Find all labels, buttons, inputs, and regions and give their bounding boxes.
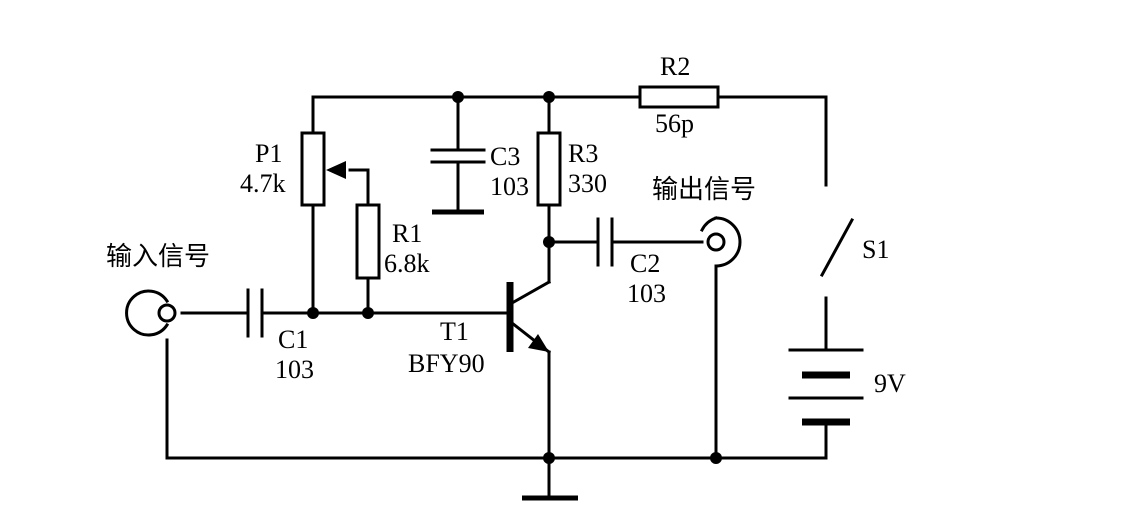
bottom-rail-wire	[165, 338, 828, 460]
capacitor-c2	[596, 217, 614, 267]
switch-s1	[819, 178, 855, 278]
resistor-r3	[536, 131, 562, 207]
resistor-r1	[355, 203, 381, 280]
top-rail-right-wire	[716, 95, 828, 182]
t1-value-label: BFY90	[408, 349, 485, 378]
c2-value-label: 103	[627, 279, 666, 308]
input-signal-label: 输入信号	[106, 242, 210, 272]
p1-wiper-arrow-icon	[326, 161, 346, 179]
p1-name-label: P1	[255, 139, 282, 168]
r1-name-label: R1	[392, 219, 422, 248]
r2-name-label: R2	[660, 52, 690, 81]
junction-dot	[543, 452, 555, 464]
capacitor-c1	[246, 288, 264, 338]
c2-name-label: C2	[630, 249, 660, 278]
c1-value-label: 103	[275, 355, 314, 384]
junction-dot	[543, 236, 555, 248]
output-jack	[699, 216, 742, 268]
c1-name-label: C1	[278, 325, 308, 354]
junction-dot	[362, 307, 374, 319]
r3-value-label: 330	[568, 169, 607, 198]
t1-name-label: T1	[440, 317, 469, 346]
junction-dot	[543, 91, 555, 103]
input-jack	[125, 289, 177, 337]
potentiometer-p1	[300, 131, 326, 207]
capacitor-c3	[430, 148, 486, 215]
junction-dot	[307, 307, 319, 319]
battery	[788, 348, 864, 426]
c3-name-label: C3	[490, 142, 520, 171]
emitter-arrow-icon	[528, 334, 549, 352]
resistor-r2	[638, 85, 720, 109]
output-signal-label: 输出信号	[652, 175, 756, 205]
junction-dot	[710, 452, 722, 464]
transistor-t1	[506, 279, 552, 355]
junction-dot	[452, 91, 464, 103]
wires	[165, 95, 828, 500]
junctions	[307, 91, 722, 464]
p1-value-label: 4.7k	[240, 169, 286, 198]
r2-value-label: 56p	[655, 109, 694, 138]
r3-name-label: R3	[568, 139, 598, 168]
battery-value-label: 9V	[874, 369, 906, 398]
r1-value-label: 6.8k	[384, 249, 430, 278]
wiper-to-r1-wire	[348, 168, 370, 207]
c3-value-label: 103	[490, 172, 529, 201]
s1-name-label: S1	[862, 235, 889, 264]
